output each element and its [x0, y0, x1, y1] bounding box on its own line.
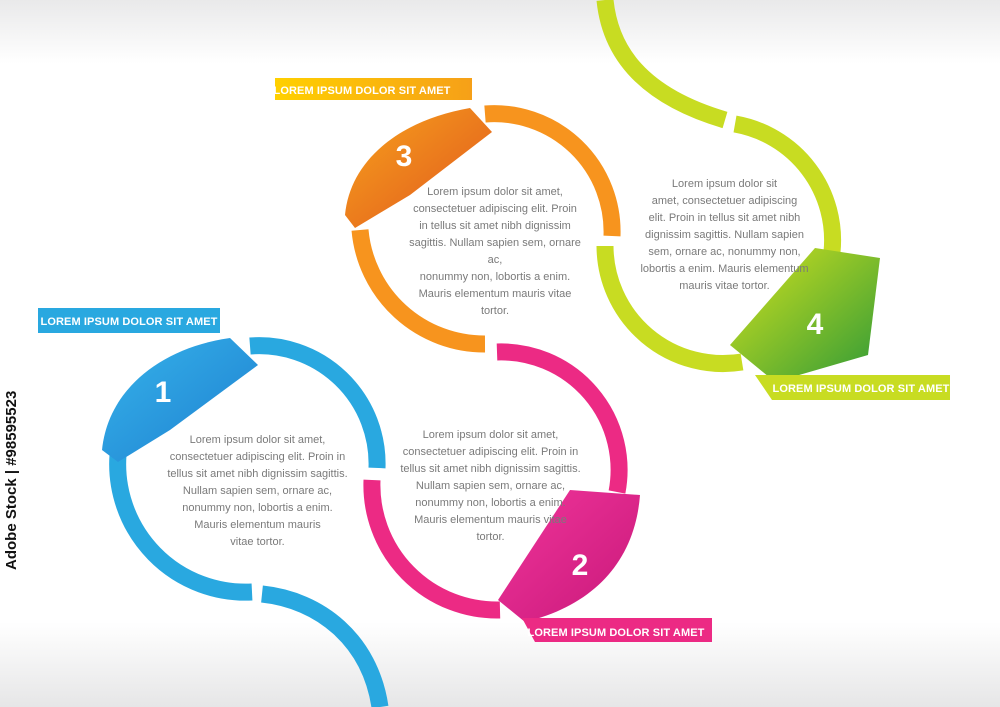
step-2-label: LOREM IPSUM DOLOR SIT AMET: [528, 627, 705, 639]
step-2-ring: [496, 343, 628, 494]
step-4-description: Lorem ipsum dolor sit amet, consectetuer…: [640, 178, 809, 292]
step-3-arrow: [345, 108, 492, 228]
step-4-label-tab: [755, 375, 950, 400]
step-2-number: 2: [572, 549, 589, 582]
step-1-label-tab: [38, 308, 220, 333]
step-4-ring: [733, 115, 842, 253]
step-1-arrow: [102, 338, 258, 462]
step-4-ring-lower: [596, 245, 744, 373]
step-4-label: LOREM IPSUM DOLOR SIT AMET: [773, 383, 950, 395]
step-3-description: Lorem ipsum dolor sit amet, consectetuer…: [409, 186, 581, 317]
step-3-ring: [484, 105, 621, 237]
step-3-label-tab: [275, 78, 472, 100]
step-1-ring-tail: [260, 585, 389, 707]
step-2-arrow: [498, 490, 640, 622]
step-3-ring-lower: [351, 229, 486, 353]
step-3-label: LOREM IPSUM DOLOR SIT AMET: [274, 85, 451, 97]
stock-id-watermark: Adobe Stock | #98595523: [3, 390, 20, 570]
step-4-ring-tail: [596, 0, 728, 129]
step-2-ring-lower: [363, 479, 501, 619]
step-1-ring-lower: [109, 454, 253, 601]
step-4-group: LOREM IPSUM DOLOR SIT AMET 4: [596, 0, 950, 400]
step-2-group: LOREM IPSUM DOLOR SIT AMET 2: [363, 343, 712, 642]
step-3-group: LOREM IPSUM DOLOR SIT AMET 3: [274, 78, 621, 353]
step-1-ring: [249, 337, 386, 469]
step-2-description: Lorem ipsum dolor sit amet, consectetuer…: [400, 429, 581, 543]
step-3-number: 3: [396, 140, 413, 173]
step-2-label-tab: [522, 618, 712, 642]
step-1-label: LOREM IPSUM DOLOR SIT AMET: [41, 316, 218, 328]
step-1-group: LOREM IPSUM DOLOR SIT AMET 1: [38, 308, 389, 707]
step-4-arrow: [730, 248, 880, 382]
step-1-number: 1: [155, 376, 172, 409]
step-1-description: Lorem ipsum dolor sit amet, consectetuer…: [167, 434, 348, 548]
step-4-number: 4: [807, 308, 824, 341]
